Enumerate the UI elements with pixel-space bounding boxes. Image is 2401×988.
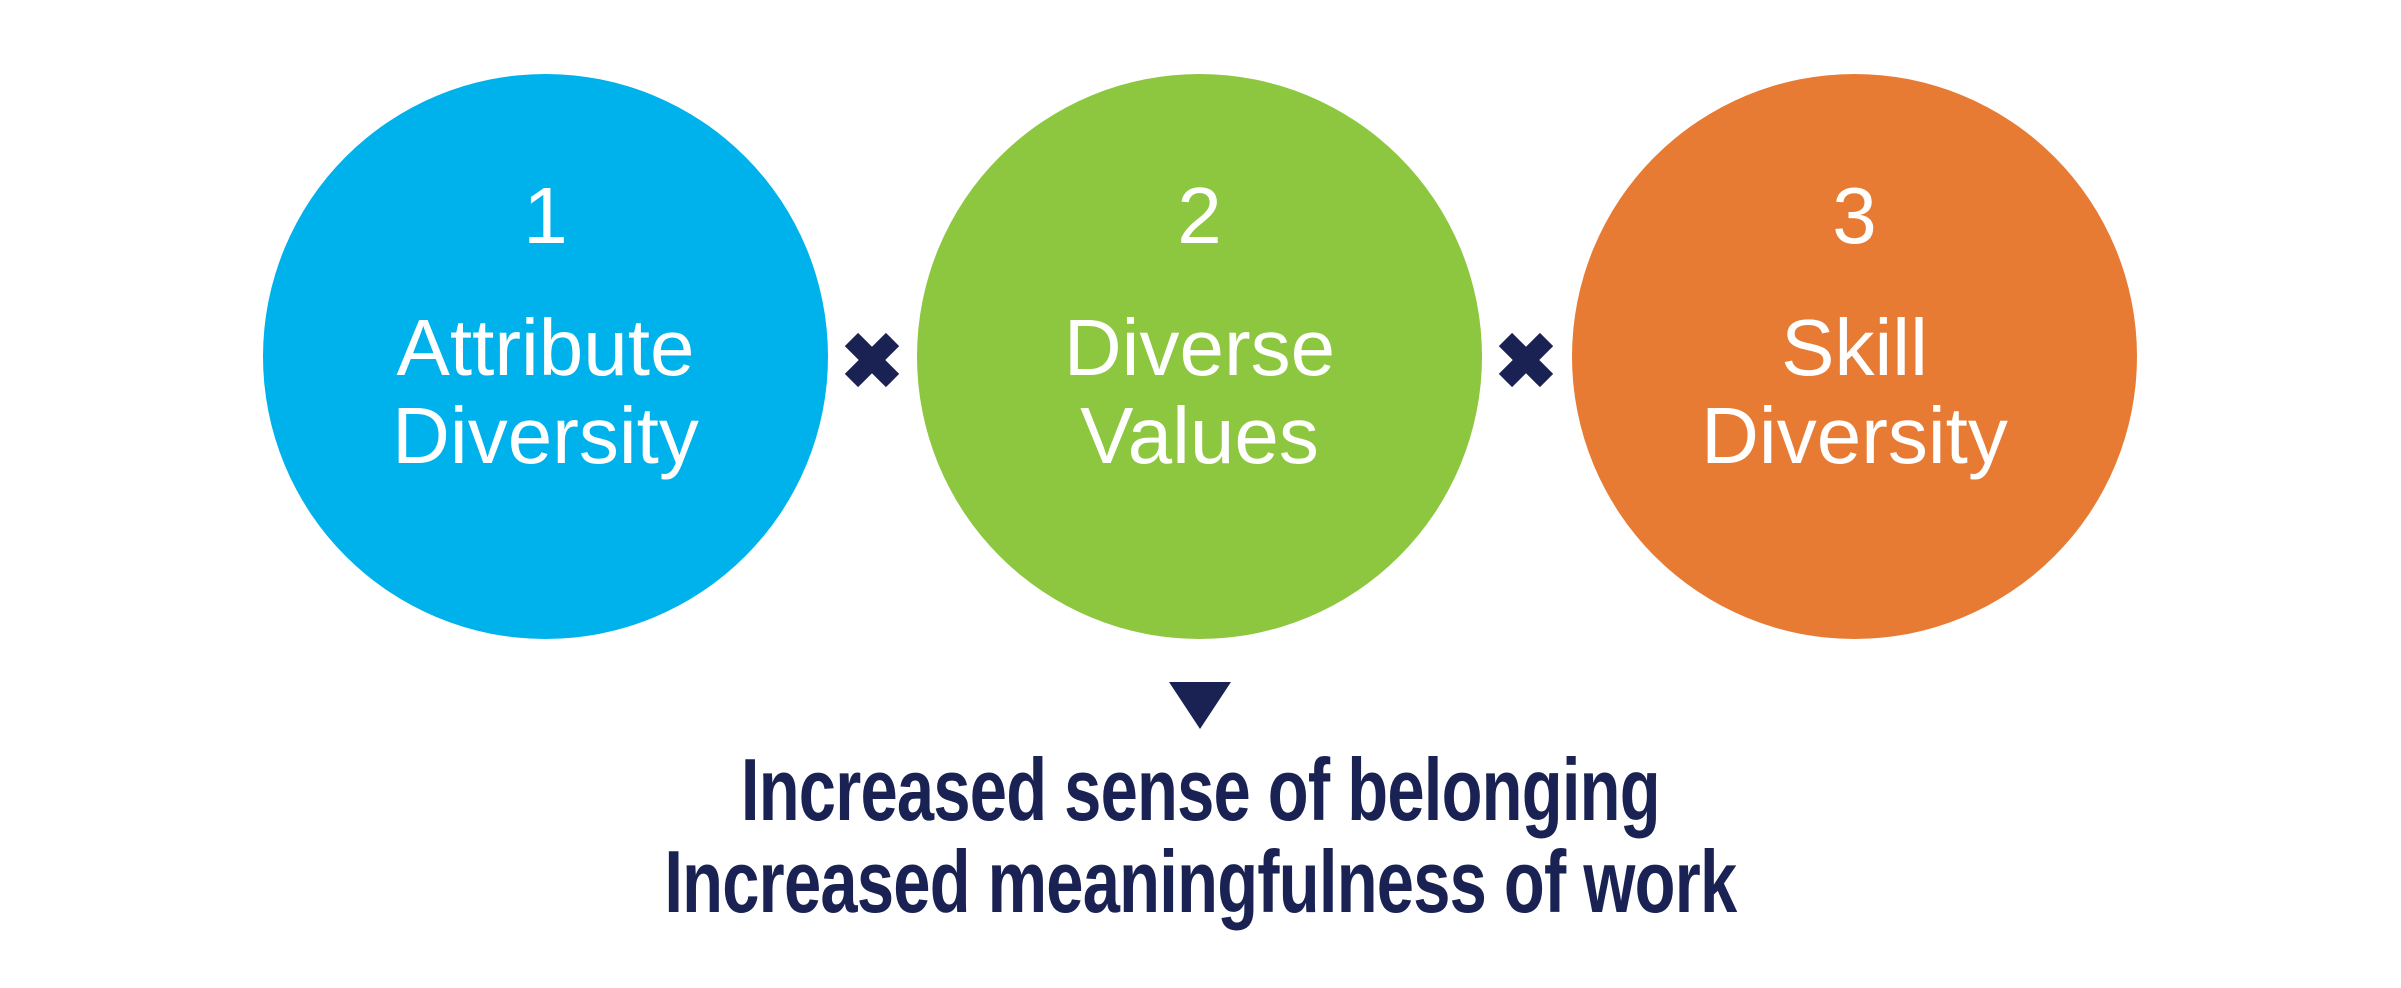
outcome-line-belonging: Increased sense of belonging <box>740 740 1661 839</box>
circle-number-2: 2 <box>1177 171 1222 260</box>
circle-diverse-values: 2 Diverse Values <box>917 74 1482 639</box>
circle-number-1: 1 <box>523 171 568 260</box>
arrow-down-icon <box>1169 682 1231 729</box>
circle-skill-diversity: 3 Skill Diversity <box>1572 74 2137 639</box>
circle-label-skill-diversity: Skill Diversity <box>1701 303 2008 480</box>
circle-attribute-diversity: 1 Attribute Diversity <box>263 74 828 639</box>
circle-label-attribute-diversity: Attribute Diversity <box>392 303 699 480</box>
outcome-text: Increased sense of belonging Increased m… <box>288 744 2113 928</box>
outcome-line-meaningfulness: Increased meaningfulness of work <box>664 832 1737 931</box>
circle-label-diverse-values: Diverse Values <box>1063 303 1336 480</box>
multiply-icon <box>1496 330 1556 390</box>
circle-number-3: 3 <box>1832 171 1877 260</box>
multiply-icon <box>842 330 902 390</box>
